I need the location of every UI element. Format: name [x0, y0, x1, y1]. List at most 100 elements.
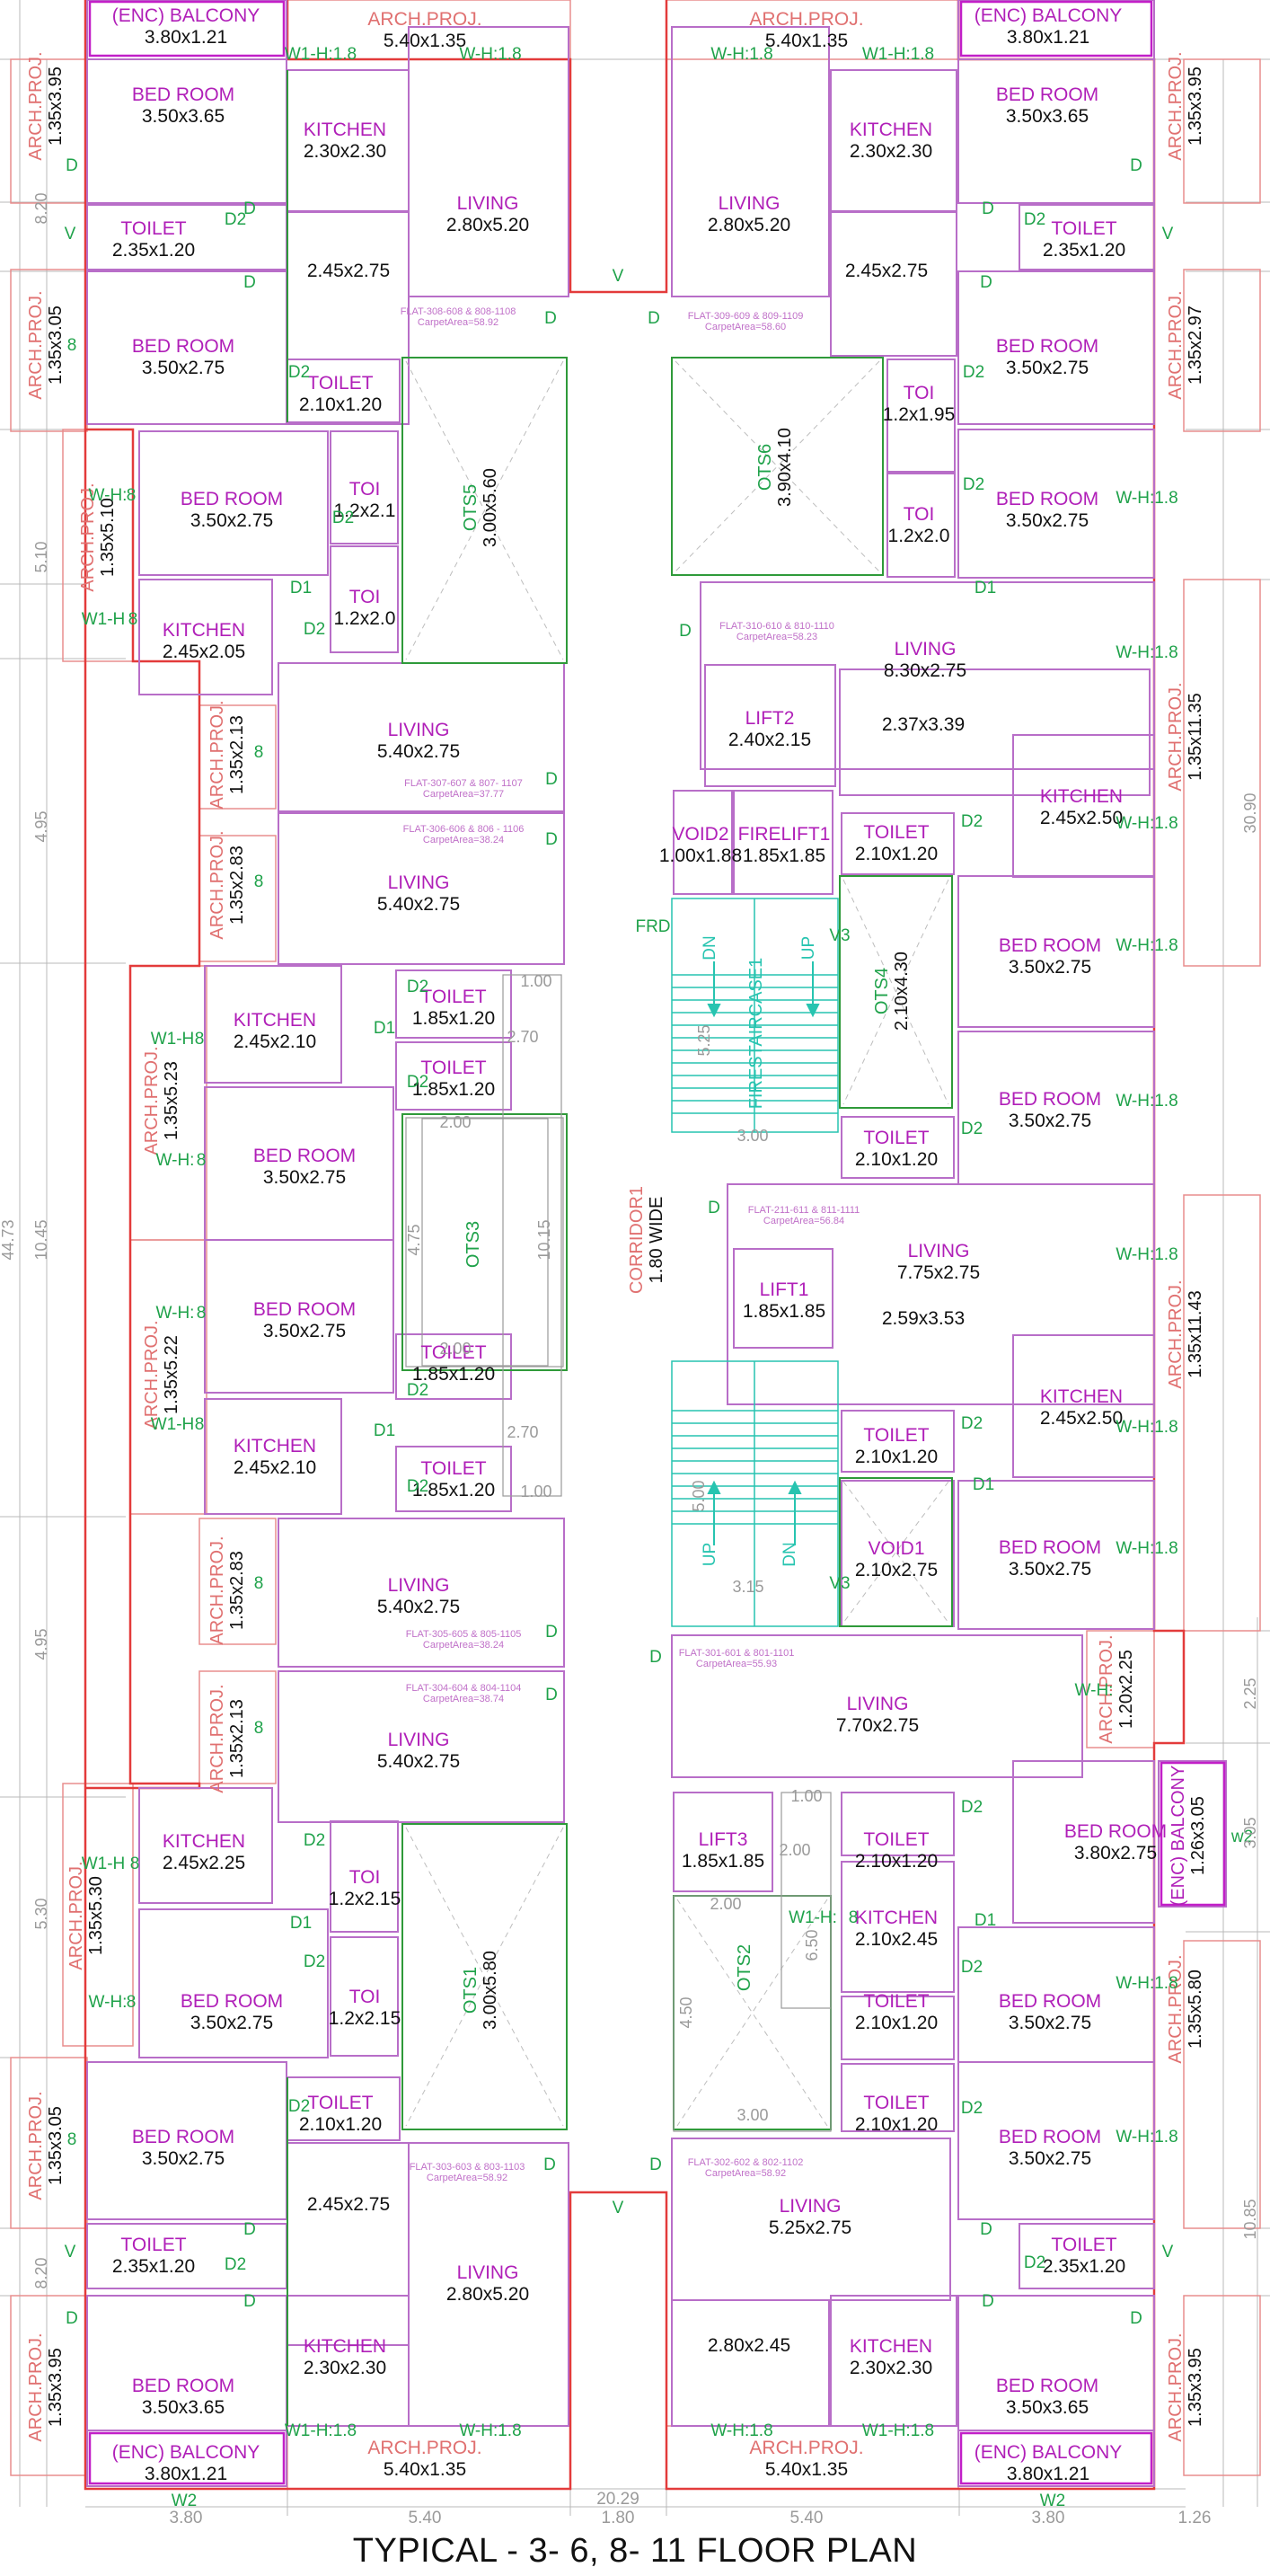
vlabel-name-19: (ENC) BALCONY: [1169, 1766, 1188, 1907]
door-label-100: D: [1130, 2309, 1142, 2328]
room-name-48: TOILET: [420, 1458, 486, 1479]
room-name-0: (ENC) BALCONY: [112, 5, 260, 26]
room-name-61: TOI: [349, 1987, 381, 2007]
flat-area-3: CarpetArea=37.77: [423, 789, 504, 800]
vlabel-dims-7: 1.35x11.35: [1186, 693, 1205, 781]
stair-dim-v-4: 4.50: [677, 1996, 695, 2028]
room-dims-60: 3.50x2.75: [190, 2013, 273, 2033]
door-label-93: V: [65, 2243, 76, 2262]
door-label-59: D2: [961, 1414, 983, 1433]
room-name-64: TOILET: [307, 2093, 373, 2113]
room-dims-4: 3.50x3.65: [142, 106, 225, 127]
room-dims-71: 2.35x1.20: [112, 2256, 195, 2277]
door-label-7: D2: [225, 210, 246, 229]
room-dims-17: 3.50x2.75: [1006, 358, 1089, 378]
room-name-52: LIVING: [388, 1730, 450, 1750]
balcony-outlines: [88, 0, 1226, 2485]
room-name-79: ARCH.PROJ.: [367, 2438, 481, 2458]
room-name-18: BED ROOM: [181, 489, 283, 509]
left-dim-2: 4.95: [32, 810, 50, 842]
stair-dim-2: 1.00: [520, 972, 551, 990]
vlabel-name-23: ARCH.PROJ.: [1166, 1954, 1186, 2063]
door-label-28: D2: [304, 620, 325, 639]
room-dims-30: 1.00x1.88: [659, 845, 742, 866]
room-dims-54: 2.45x2.25: [163, 1853, 245, 1873]
door-label-39: V3: [829, 926, 850, 945]
room-dims-45: 1.85x1.20: [412, 1364, 495, 1385]
room-dims-75: 2.30x2.30: [850, 2358, 932, 2378]
room-name-15: TOILET: [307, 373, 373, 394]
door-label-77: W1-H:: [789, 1908, 837, 1927]
vlabel-dims-4: 3.00x5.60: [481, 468, 500, 547]
room-name-62: BED ROOM: [999, 1991, 1101, 2012]
vlabel-name-12: OTS3: [463, 1221, 483, 1268]
vlabel-dims-16: 1.35x2.83: [227, 1551, 247, 1630]
room-dims-31: 1.85x1.85: [743, 845, 825, 866]
vlabel-dims-11: 1.35x5.23: [162, 1061, 181, 1140]
room-name-2: ARCH.PROJ.: [749, 9, 863, 30]
room-dims-44: 2.45x2.50: [1040, 1408, 1123, 1429]
room-name-44: KITCHEN: [1040, 1386, 1123, 1407]
room-name-78: (ENC) BALCONY: [112, 2442, 260, 2463]
room-dims-41: 1.85x1.85: [743, 1301, 825, 1322]
room-name-58: TOI: [349, 1867, 381, 1888]
vlabel-name-2: ARCH.PROJ.: [26, 290, 46, 399]
room-name-25: LIVING: [388, 720, 450, 740]
stair-dim-10: 1.00: [790, 1787, 822, 1805]
room-name-50: BED ROOM: [999, 1537, 1101, 1558]
room-name-56: TOILET: [863, 1829, 929, 1850]
room-name-4: BED ROOM: [132, 84, 234, 105]
room-dims-2: 5.40x1.35: [765, 31, 848, 51]
door-label-9: D: [982, 199, 994, 218]
vlabel-name-13: CORRIDOR1: [627, 1186, 647, 1294]
room-dims-74: 2.30x2.30: [304, 2358, 386, 2378]
stair-dim-7: 2.00: [439, 1340, 471, 1358]
flat-label-4: FLAT-306-606 & 806 - 1106: [403, 824, 525, 835]
vlabel-name-21: OTS1: [461, 1967, 481, 2014]
room-dims-50: 3.50x2.75: [1009, 1559, 1091, 1580]
door-label-38: FRD: [635, 917, 670, 936]
room-dims-16: 1.2x1.95: [883, 404, 956, 425]
door-label-1: W-H:1.8: [459, 45, 521, 64]
room-labels: (ENC) BALCONY3.80x1.21ARCH.PROJ.5.40x1.3…: [112, 5, 1167, 2484]
room-name-1: ARCH.PROJ.: [367, 9, 481, 30]
door-label-95: D2: [225, 2255, 246, 2274]
door-label-84: W-H:1.8: [1116, 2128, 1177, 2147]
shaft-crosses: [405, 360, 949, 2127]
room-name-6: LIVING: [457, 193, 519, 214]
door-label-11: V: [1162, 225, 1174, 243]
room-dims-35: 1.85x1.20: [412, 1008, 495, 1029]
room-dims-69: 5.25x2.75: [769, 2217, 851, 2238]
left-dim-3: 10.45: [32, 1219, 50, 1260]
door-label-26: 8: [128, 610, 138, 629]
room-dims-59: 2.10x2.45: [855, 1929, 938, 1950]
door-label-85: 8: [67, 2130, 77, 2149]
room-name-26: LIFT2: [745, 708, 795, 729]
room-dims-49: 2.10x2.75: [855, 1560, 938, 1580]
bottom-dim-1: 5.40: [409, 2509, 442, 2527]
door-label-44: 8: [195, 1030, 205, 1049]
room-dims-62: 3.50x2.75: [1009, 2013, 1091, 2033]
bottom-dim-0: 3.80: [170, 2509, 203, 2527]
room-name-74: KITCHEN: [304, 2336, 386, 2357]
door-label-83: D2: [961, 1958, 983, 1977]
stair-dim-6: 2.00: [439, 1113, 471, 1131]
door-label-81: 8: [127, 1993, 137, 2012]
vlabel-dims-3: 1.35x2.97: [1186, 305, 1205, 385]
door-label-17: 8: [67, 336, 77, 355]
room-name-69: LIVING: [780, 2196, 842, 2217]
vlabel-dims-8: 1.35x2.13: [227, 715, 247, 794]
room-name-31: FIRELIFT1: [738, 824, 831, 845]
door-label-40: W-H:1.8: [1116, 936, 1177, 955]
room-dims-22: 2.45x2.05: [163, 642, 245, 662]
vlabel-name-26: ARCH.PROJ.: [1166, 2333, 1186, 2441]
flat-label-8: FLAT-301-601 & 801-1101: [679, 1648, 795, 1659]
room-dims-57: 3.80x2.75: [1074, 1843, 1157, 1863]
room-dims-64: 2.10x1.20: [299, 2114, 382, 2135]
door-label-45: D2: [407, 1073, 428, 1092]
vlabel-dims-6: 1.35x5.10: [98, 498, 118, 577]
room-dims-26: 2.40x2.15: [728, 730, 811, 750]
flat-area-1: CarpetArea=58.60: [705, 322, 786, 332]
room-name-45: TOILET: [420, 1342, 486, 1363]
door-label-92: D: [980, 2220, 992, 2239]
